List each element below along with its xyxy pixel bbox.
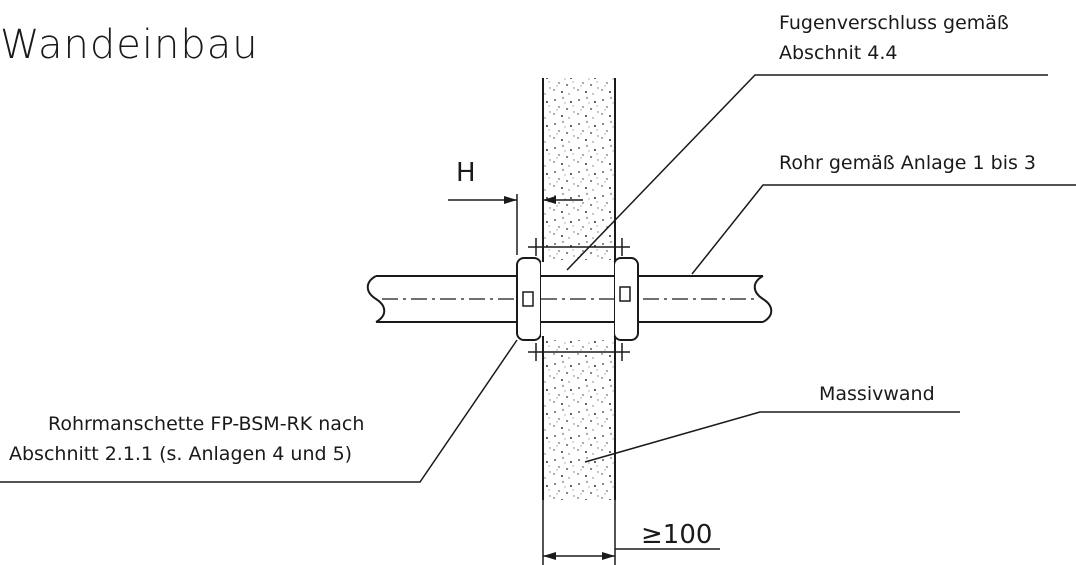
pipe-collar-label-line1: Rohrmanschette FP-BSM-RK nach bbox=[48, 413, 365, 435]
joint-seal-label-line2: Abschnit 4.4 bbox=[779, 42, 898, 64]
solid-wall bbox=[542, 78, 616, 500]
drawing-title: Wandeinbau bbox=[0, 22, 259, 68]
dimension-h-label: H bbox=[456, 158, 476, 188]
pipe-collar-label-line2: Abschnitt 2.1.1 (s. Anlagen 4 und 5) bbox=[9, 443, 353, 465]
solid-wall-label: Massivwand bbox=[819, 383, 935, 405]
wall-thickness-label: ≥100 bbox=[641, 520, 713, 550]
pipe-label: Rohr gemäß Anlage 1 bis 3 bbox=[779, 152, 1037, 174]
dimension-h bbox=[448, 194, 583, 255]
leader-lines bbox=[0, 74, 1076, 483]
pipe-collar bbox=[516, 257, 639, 341]
dimension-wall-thickness bbox=[542, 500, 720, 565]
joint-seal bbox=[528, 238, 630, 361]
joint-seal-label-line1: Fugenverschluss gemäß bbox=[779, 12, 1009, 34]
